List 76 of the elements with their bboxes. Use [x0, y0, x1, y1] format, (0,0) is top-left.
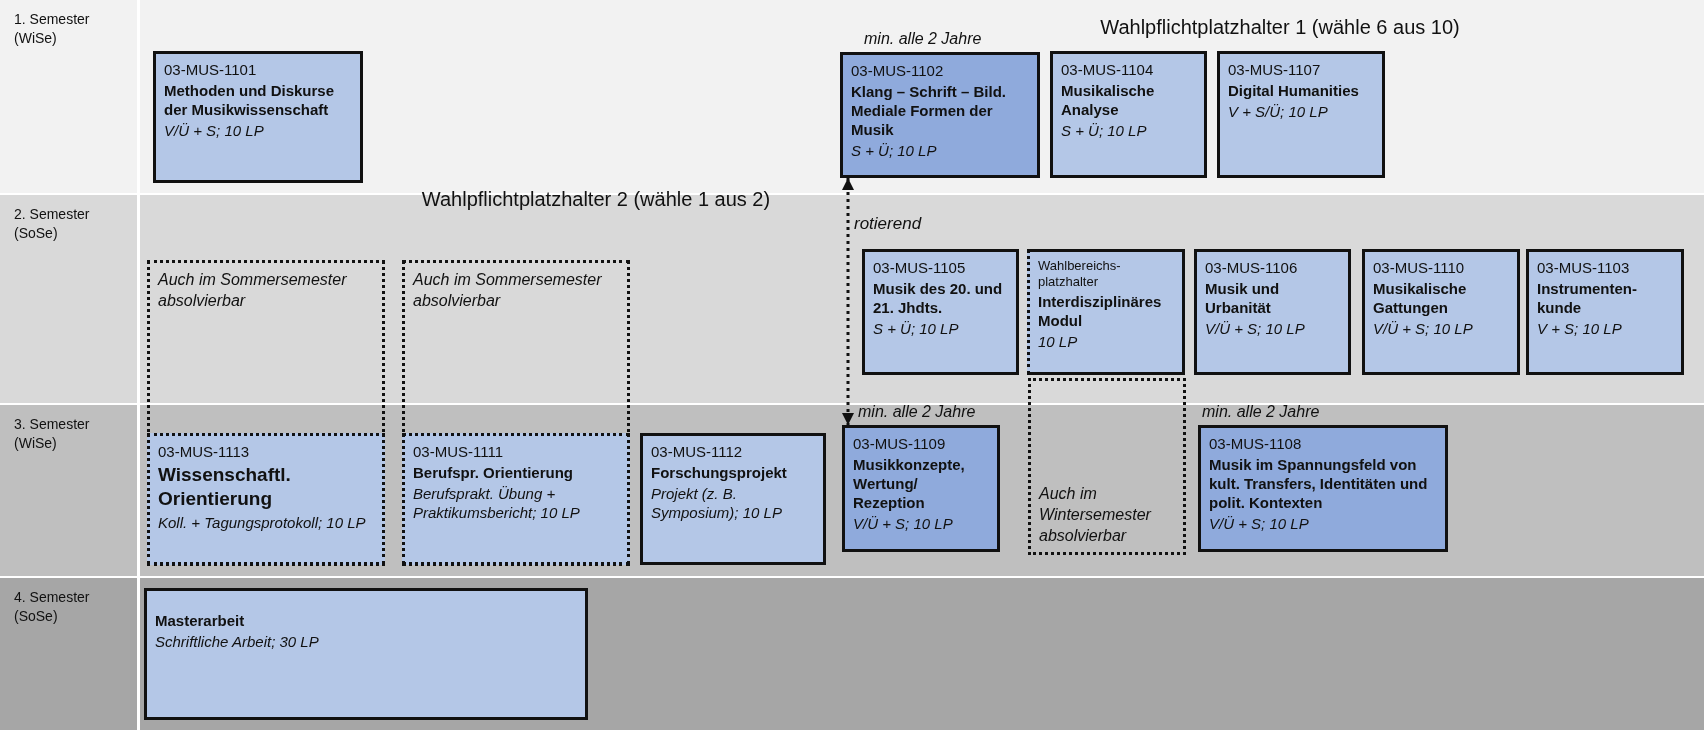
module-details: S + Ü; 10 LP — [873, 319, 960, 338]
dotted-frame — [1028, 378, 1186, 555]
module-code: 03-MUS-1101 — [164, 60, 258, 79]
module-box — [640, 433, 826, 565]
module-details: V/Ü + S; 10 LP — [164, 121, 265, 140]
module-title: Musikalische Gattungen — [1373, 279, 1468, 317]
module-box — [1198, 425, 1448, 552]
note-text: min. alle 2 Jahre — [1202, 403, 1320, 421]
module-box — [840, 52, 1040, 178]
module-box — [842, 425, 1000, 552]
module-box — [1027, 249, 1185, 375]
module-title: Berufspr. Orientierung — [413, 463, 575, 482]
module-code: 03-MUS-1105 — [873, 258, 967, 277]
module-details: Projekt (z. B. Symposium); 10 LP — [651, 484, 783, 522]
group-heading: Wahlpflichtplatzhalter 1 (wähle 6 aus 10) — [1100, 16, 1460, 39]
module-code: Wahlbereichs-platzhalter — [1038, 258, 1122, 290]
semester-label: 3. Semester (WiSe) — [14, 415, 91, 453]
module-details: 10 LP — [1038, 332, 1079, 351]
module-title: Musikkonzepte, Wertung/ Rezeption — [853, 455, 966, 512]
note-text: Auch im Wintersemester absolvierbar — [1039, 484, 1153, 546]
module-code: 03-MUS-1107 — [1228, 60, 1322, 79]
module-title: Musik und Urbanität — [1205, 279, 1281, 317]
module-code: 03-MUS-1102 — [851, 61, 945, 80]
module-details: S + Ü; 10 LP — [851, 141, 938, 160]
module-code: 03-MUS-1104 — [1061, 60, 1155, 79]
module-box — [147, 433, 385, 565]
module-box — [144, 588, 588, 720]
module-details: V/Ü + S; 10 LP — [1373, 319, 1474, 338]
semester-label: 2. Semester (SoSe) — [14, 205, 91, 243]
edge-label: rotierend — [854, 214, 922, 234]
module-title: Musik des 20. und 21. Jhdts. — [873, 279, 1004, 317]
module-code: Masterarbeit — [155, 611, 246, 630]
semester-row — [0, 578, 1704, 730]
module-details: V + S; 10 LP — [1537, 319, 1623, 338]
semester-label: 1. Semester (WiSe) — [14, 10, 91, 48]
module-code: 03-MUS-1109 — [853, 434, 947, 453]
module-details: V/Ü + S; 10 LP — [853, 514, 954, 533]
group-heading: Wahlpflichtplatzhalter 2 (wähle 1 aus 2) — [421, 188, 771, 211]
note-text: Auch im Sommersemester absolvierbar — [158, 270, 348, 311]
module-title: Interdisziplinäres Modul — [1038, 292, 1163, 330]
semester-label: 4. Semester (SoSe) — [14, 588, 91, 626]
module-details: Berufsprakt. Übung + Praktikumsbericht; 10 LP — [413, 484, 581, 522]
module-title: Wissenschaftl. Orientierung — [158, 463, 292, 511]
module-code: 03-MUS-1112 — [651, 442, 744, 461]
module-details: V/Ü + S; 10 LP — [1205, 319, 1306, 338]
module-code: 03-MUS-1110 — [1373, 258, 1466, 277]
module-box — [402, 433, 630, 565]
module-title: Forschungsprojekt — [651, 463, 788, 482]
module-details: Koll. + Tagungsprotokoll; 10 LP — [158, 513, 367, 532]
module-box — [153, 51, 363, 183]
module-title: Instrumenten-kunde — [1537, 279, 1638, 317]
module-box — [1050, 51, 1207, 178]
module-title: Methoden und Diskurse der Musikwissenschaft — [164, 81, 336, 119]
module-details: V + S/Ü; 10 LP — [1228, 102, 1329, 121]
module-title: Musikalische Analyse — [1061, 81, 1156, 119]
module-title: Schriftliche Arbeit; 30 LP — [155, 632, 320, 651]
module-title: Digital Humanities — [1228, 81, 1360, 100]
module-title: Klang – Schrift – Bild. Mediale Formen der Musik — [851, 82, 1008, 139]
module-code: 03-MUS-1106 — [1205, 258, 1299, 277]
module-box — [1362, 249, 1520, 375]
module-details: V/Ü + S; 10 LP — [1209, 514, 1310, 533]
semester-row — [0, 0, 1704, 193]
module-details: S + Ü; 10 LP — [1061, 121, 1148, 140]
module-title: Musik im Spannungsfeld von kult. Transfers, Identitäten und polit. Kontexten — [1209, 455, 1429, 512]
module-box — [1217, 51, 1385, 178]
module-code: 03-MUS-1113 — [158, 442, 251, 461]
note-text: min. alle 2 Jahre — [864, 30, 982, 48]
module-code: 03-MUS-1103 — [1537, 258, 1631, 277]
dotted-arrow — [842, 178, 854, 425]
note-text: min. alle 2 Jahre — [858, 403, 976, 421]
module-code: 03-MUS-1111 — [413, 442, 505, 461]
module-box — [1526, 249, 1684, 375]
note-text: Auch im Sommersemester absolvierbar — [413, 270, 603, 311]
module-box — [862, 249, 1019, 375]
module-box — [1194, 249, 1351, 375]
module-code: 03-MUS-1108 — [1209, 434, 1303, 453]
